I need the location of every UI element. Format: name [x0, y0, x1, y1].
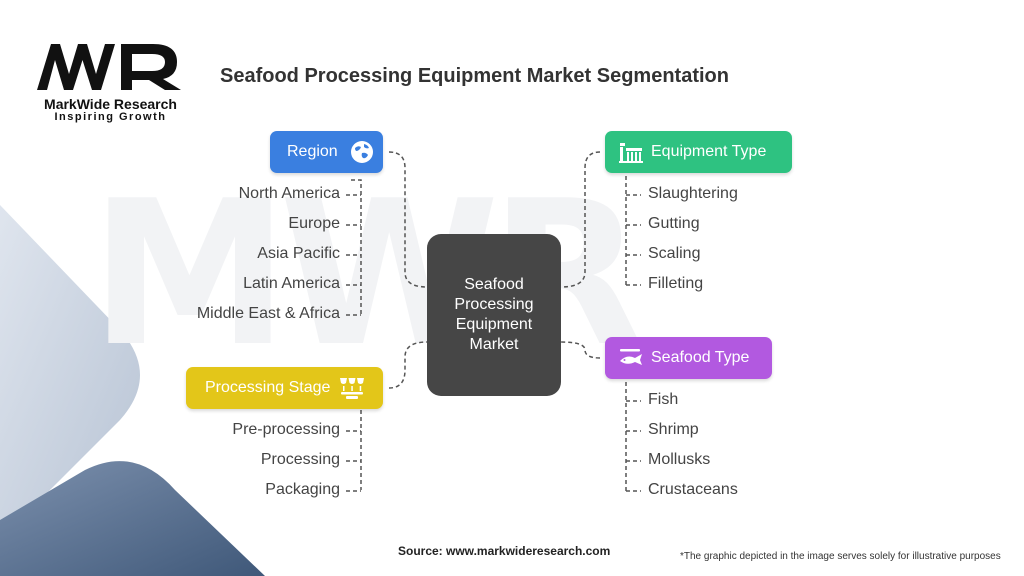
- globe-icon: [348, 138, 376, 166]
- region-item: Middle East & Africa: [196, 305, 340, 322]
- region-item: Europe: [288, 215, 340, 232]
- company-logo: MarkWide Research Inspiring Growth: [33, 40, 193, 123]
- seafood-type-item: Crustaceans: [648, 481, 738, 498]
- factory-icon: [617, 138, 645, 166]
- region-item: North America: [238, 185, 340, 202]
- region-item: Asia Pacific: [257, 245, 340, 262]
- category-equipment-type-label: Equipment Type: [651, 143, 767, 160]
- processing-icon: [338, 374, 366, 402]
- connector-equipment-center: [560, 151, 601, 288]
- equipment-type-item: Scaling: [648, 245, 701, 262]
- category-processing-stage-label: Processing Stage: [205, 379, 331, 396]
- logo-company-name: MarkWide Research: [44, 96, 177, 112]
- category-region: Region: [270, 131, 383, 173]
- page-title: Seafood Processing Equipment Market Segm…: [220, 65, 729, 87]
- connector-region-center: [388, 151, 428, 288]
- equipment-type-item: Filleting: [648, 275, 704, 292]
- equipment-type-item: Gutting: [648, 215, 700, 232]
- center-node: Seafood Processing Equipment Market: [427, 234, 561, 396]
- category-seafood-type: Seafood Type: [605, 337, 772, 379]
- connector-region-items: [351, 179, 362, 315]
- disclaimer-text: *The graphic depicted in the image serve…: [680, 551, 1001, 562]
- mwr-logo-mark: [37, 44, 181, 90]
- category-equipment-type: Equipment Type: [605, 131, 792, 173]
- processing-stage-item: Packaging: [265, 481, 340, 498]
- seafood-type-item: Shrimp: [648, 421, 699, 438]
- seafood-type-item: Mollusks: [648, 451, 711, 468]
- category-processing-stage: Processing Stage: [186, 367, 383, 409]
- processing-stage-item: Processing: [260, 451, 340, 468]
- source-text: Source: www.markwideresearch.com: [398, 544, 611, 558]
- logo-tagline: Inspiring Growth: [54, 111, 167, 123]
- equipment-type-item: Slaughtering: [648, 185, 738, 202]
- category-seafood-type-label: Seafood Type: [651, 349, 750, 366]
- processing-stage-item: Pre-processing: [232, 421, 340, 438]
- seafood-type-item: Fish: [648, 391, 679, 408]
- category-region-label: Region: [287, 143, 338, 160]
- connector-stage-center: [388, 341, 428, 389]
- connector-seafood-center: [560, 341, 601, 359]
- fish-icon: [617, 344, 645, 372]
- region-item: Latin America: [243, 275, 340, 292]
